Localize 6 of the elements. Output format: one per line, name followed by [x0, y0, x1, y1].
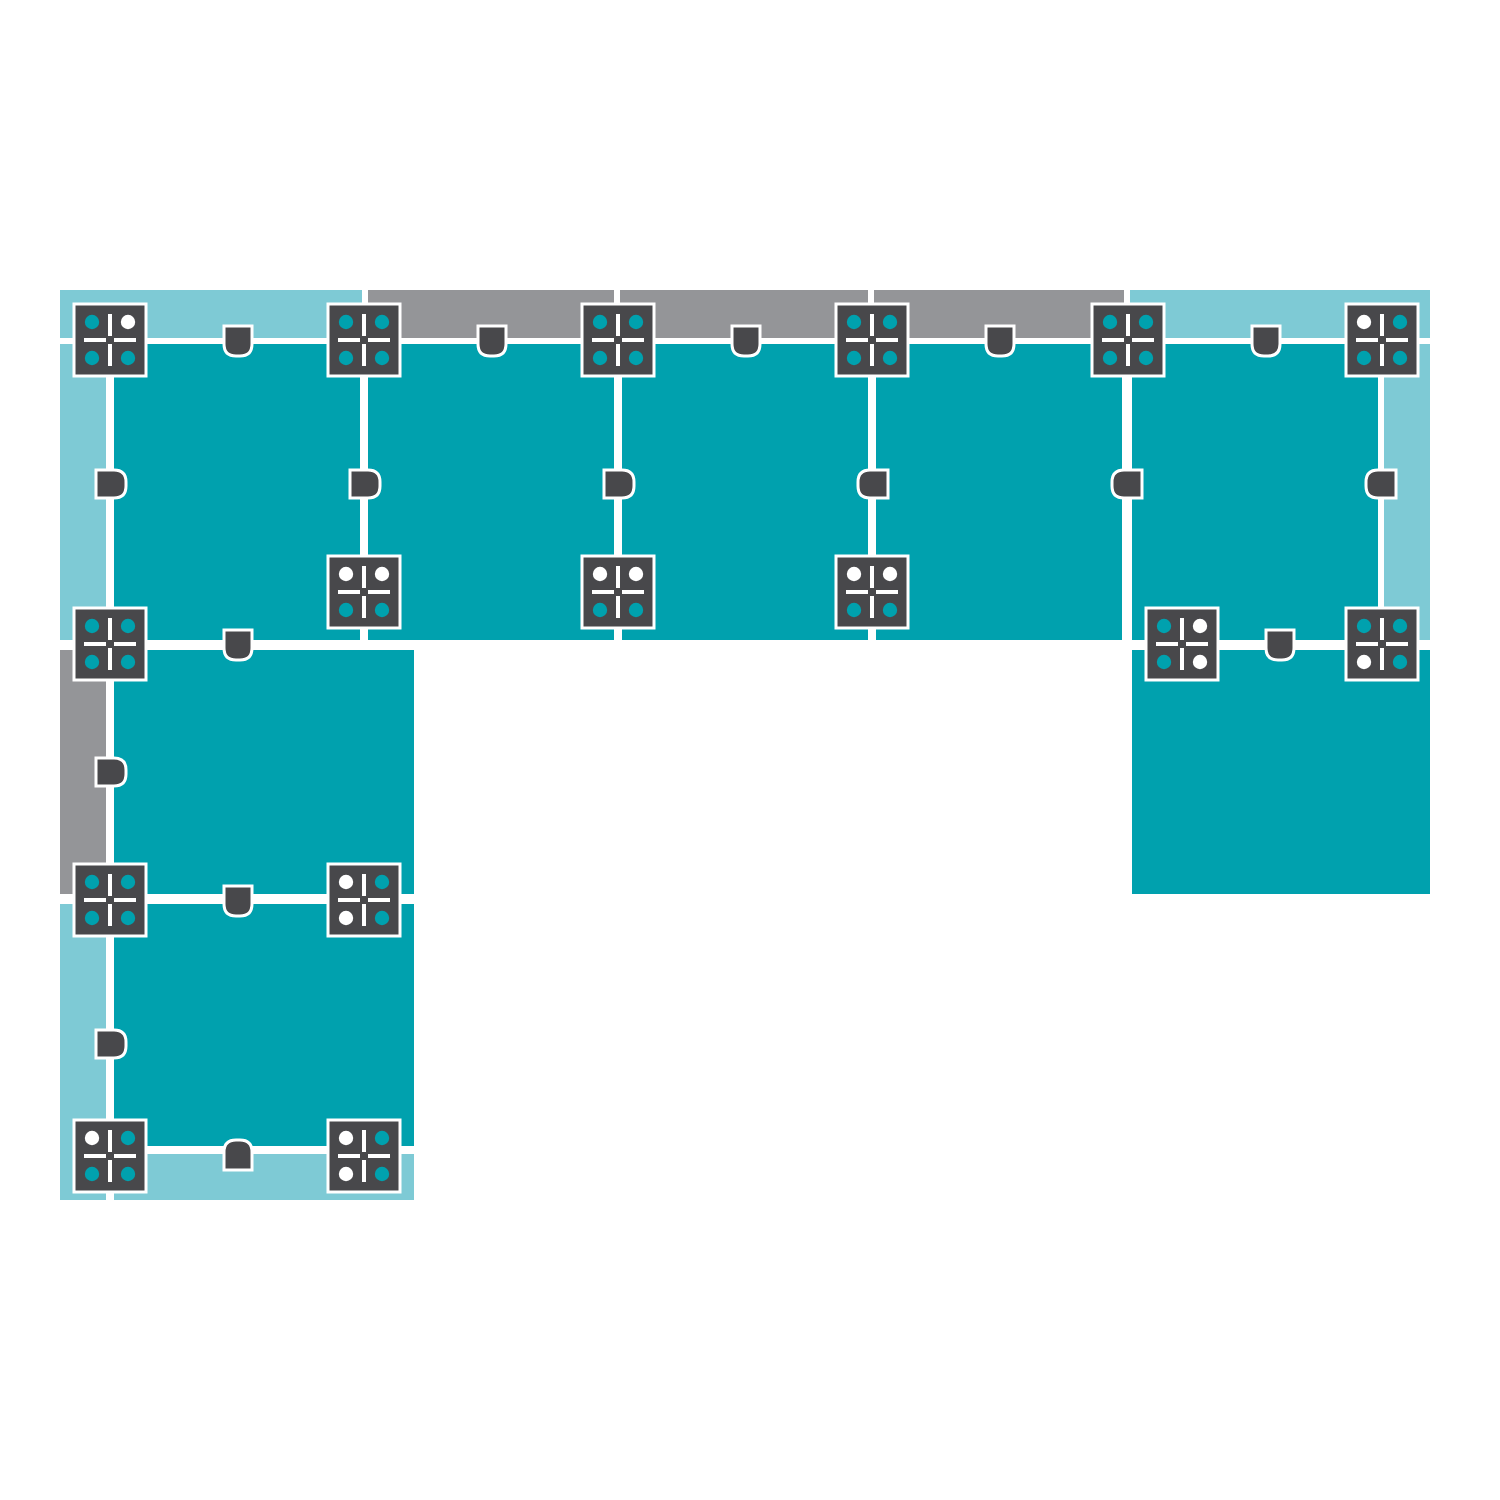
- floor-tile: [876, 344, 1122, 640]
- floor-tile: [114, 650, 414, 894]
- floor-tile: [1132, 344, 1378, 640]
- floor-tile: [1132, 650, 1430, 894]
- floor-tile: [114, 344, 360, 640]
- floor-tile: [114, 904, 414, 1146]
